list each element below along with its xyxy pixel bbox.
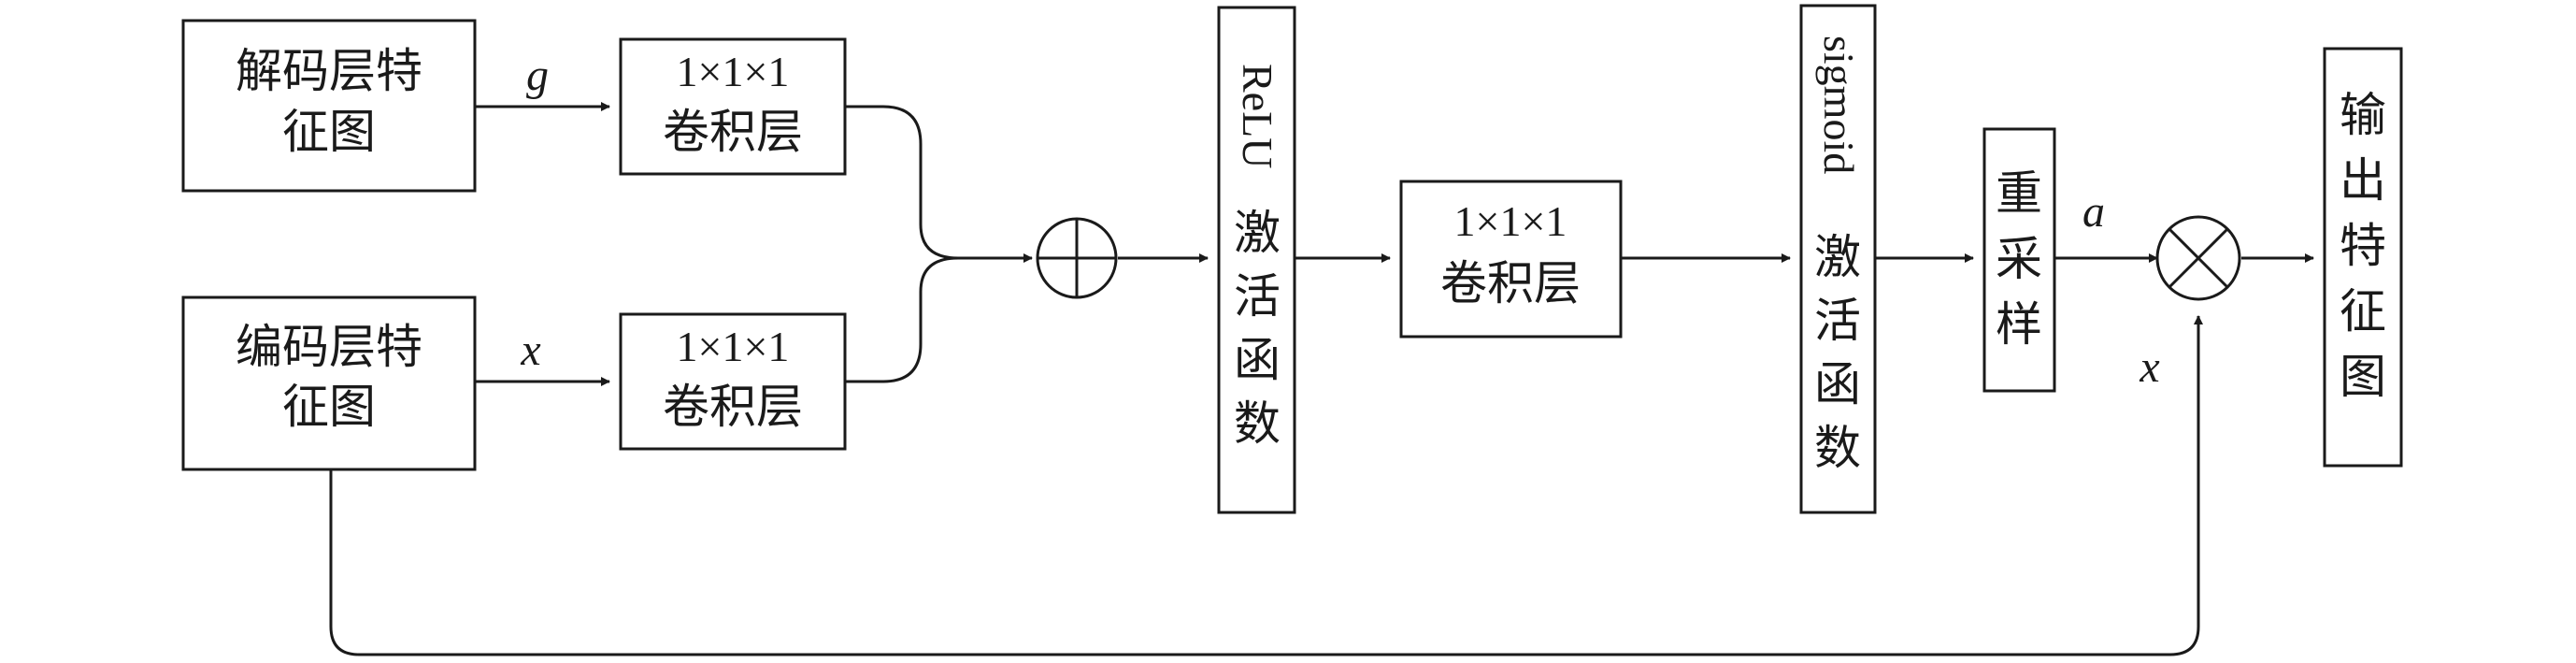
conv-mid-line1: 1×1×1: [1454, 197, 1567, 245]
edge-conv-g-to-sum: [845, 105, 1019, 260]
relu-char-3: 函: [1234, 333, 1281, 387]
relu-activation-box: ReLU 激 活 函 数: [1217, 6, 1296, 514]
resample-char-2: 采: [1996, 232, 2042, 286]
edge-encoder-skip-to-product: [329, 315, 2203, 656]
sigmoid-char-3: 函: [1814, 357, 1861, 411]
conv-g-line1: 1×1×1: [677, 48, 790, 95]
output-char-3: 特: [2340, 219, 2386, 273]
sigmoid-latin-label: sigmoid: [1815, 36, 1863, 174]
output-char-1: 输: [2340, 88, 2386, 142]
encoder-features-line2: 征图: [282, 380, 376, 434]
encoder-features-box: 编码层特 征图: [181, 295, 477, 471]
conv-x-line1: 1×1×1: [677, 323, 790, 370]
sigmoid-char-4: 数: [1814, 421, 1861, 475]
conv-mid-line2: 卷积层: [1440, 256, 1581, 310]
decoder-features-line2: 征图: [282, 105, 376, 159]
decoder-features-line1: 解码层特: [236, 44, 422, 98]
output-char-4: 征: [2340, 284, 2386, 339]
sigmoid-char-1: 激: [1814, 230, 1861, 284]
relu-char-1: 激: [1234, 206, 1281, 260]
sigmoid-activation-box: sigmoid 激 活 函 数: [1799, 4, 1877, 514]
resample-char-3: 样: [1996, 297, 2042, 352]
label-x-top: x: [520, 325, 540, 375]
label-g: g: [526, 50, 549, 100]
decoder-features-box: 解码层特 征图: [181, 19, 477, 193]
output-char-2: 出: [2340, 153, 2386, 208]
connectors: [329, 102, 2314, 656]
relu-latin-label: ReLU: [1234, 64, 1281, 168]
sum-operator-icon: [1036, 217, 1118, 299]
conv-x-box: 1×1×1 卷积层: [619, 312, 847, 451]
label-a: a: [2082, 187, 2105, 237]
encoder-features-line1: 编码层特: [236, 320, 422, 374]
resample-box: 重 采 样: [1982, 127, 2056, 393]
conv-x-line2: 卷积层: [663, 380, 803, 434]
relu-char-2: 活: [1234, 269, 1281, 324]
conv-g-line2: 卷积层: [663, 105, 803, 159]
output-features-box: 输 出 特 征 图: [2323, 47, 2403, 468]
sigmoid-char-2: 活: [1814, 294, 1861, 348]
label-x-skip: x: [2139, 342, 2159, 392]
conv-mid-box: 1×1×1 卷积层: [1399, 180, 1623, 339]
conv-g-box: 1×1×1 卷积层: [619, 37, 847, 176]
multiply-operator-icon: [2155, 215, 2241, 301]
edge-conv-x-to-sum: [845, 256, 959, 383]
relu-char-4: 数: [1234, 396, 1281, 451]
resample-char-1: 重: [1996, 166, 2042, 221]
output-char-5: 图: [2340, 350, 2386, 404]
